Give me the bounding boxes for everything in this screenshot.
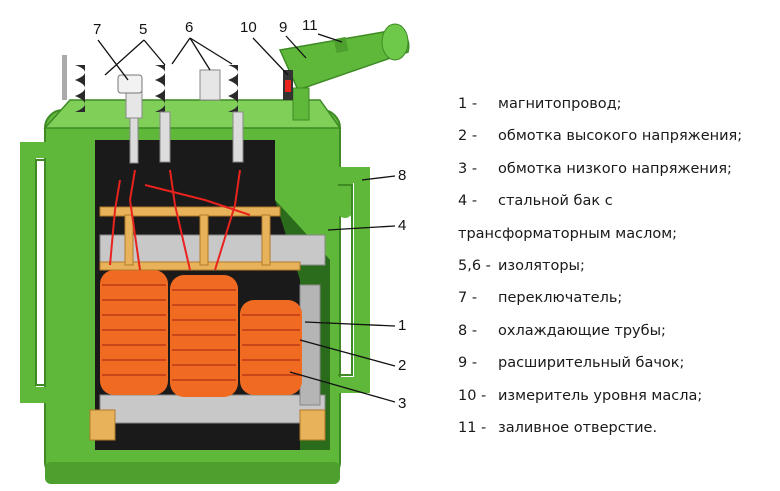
callout-10: 10 — [240, 19, 257, 36]
legend-number: 9 - — [458, 355, 478, 372]
legend-item-1: 1 - магнитопровод; — [458, 92, 773, 124]
legend-item-2: 2 - обмотка высокого напряжения; — [458, 124, 773, 156]
callout-6: 6 — [185, 19, 193, 36]
legend-number: 11 - — [458, 419, 487, 436]
high-voltage-bushing-2 — [228, 65, 244, 163]
legend-label: трансформаторным маслом; — [458, 225, 678, 242]
callout-1: 1 — [398, 317, 406, 334]
legend-item-10: 10 - измеритель уровня масла; — [458, 384, 773, 416]
cooling-pipes-right-inner — [338, 184, 353, 376]
legend-item-8: 8 - охлаждающие трубы; — [458, 319, 773, 351]
legend-number: 8 - — [458, 322, 478, 339]
bushing-left — [62, 55, 85, 112]
legend-label: охлаждающие трубы; — [498, 322, 666, 339]
legend-item-5-6: 5,6 - изоляторы; — [458, 254, 773, 286]
legend-number: 4 - — [458, 193, 478, 210]
callout-lines — [97, 33, 396, 403]
callout-5: 5 — [139, 21, 147, 38]
legend-number: 1 - — [458, 96, 478, 112]
wooden-supports — [89, 206, 326, 441]
winding-left — [100, 270, 168, 395]
legend-item-11: 11 - заливное отверстие. — [458, 416, 773, 448]
tap-changer — [117, 74, 143, 94]
callout-9: 9 — [279, 19, 287, 36]
legend-label: обмотка низкого напряжения; — [498, 160, 732, 177]
transformer-diagram: 7 5 6 10 9 11 8 4 1 2 3 — [20, 17, 410, 484]
callout-4: 4 — [398, 217, 406, 234]
legend-item-3: 3 - обмотка низкого напряжения; — [458, 157, 773, 189]
cooling-pipes-right — [322, 167, 370, 393]
legend-number: 7 - — [458, 290, 478, 307]
winding-middle — [170, 275, 238, 397]
legend-label: заливное отверстие. — [498, 419, 658, 436]
legend: 1 - магнитопровод; 2 - обмотка высокого на… — [458, 92, 773, 448]
legend-label: переключатель; — [498, 290, 623, 307]
legend-item-4-continued: трансформаторным маслом; — [458, 222, 773, 254]
cooling-pipes-left-inner — [35, 159, 44, 386]
callout-7: 7 — [93, 21, 101, 38]
high-voltage-bushing-1 — [155, 65, 171, 163]
legend-label: расширительный бачок; — [498, 355, 685, 372]
legend-item-4: 4 - стальной бак с — [458, 189, 773, 221]
callout-numbers: 7 5 6 10 9 11 8 4 1 2 3 — [93, 17, 406, 412]
legend-number: 2 - — [458, 128, 478, 145]
windings — [100, 270, 302, 397]
legend-label: обмотка высокого напряжения; — [498, 128, 743, 145]
legend-label: магнитопровод; — [498, 96, 622, 112]
legend-number: 3 - — [458, 160, 478, 177]
legend-label: изоляторы; — [498, 257, 585, 274]
legend-number: 10 - — [458, 387, 487, 404]
callout-8: 8 — [398, 167, 406, 184]
legend-label: стальной бак с — [498, 193, 613, 210]
low-voltage-bushing — [125, 85, 143, 164]
callout-11: 11 — [302, 17, 318, 34]
legend-item-7: 7 - переключатель; — [458, 286, 773, 318]
legend-number: 5,6 - — [458, 257, 491, 274]
magnetic-core — [99, 234, 326, 424]
oil-level-gauge — [283, 70, 293, 100]
winding-right — [240, 300, 302, 395]
conservator-tank — [278, 23, 410, 121]
winding-leads — [109, 169, 251, 271]
bushing-cap-right — [199, 69, 221, 101]
callout-2: 2 — [398, 357, 406, 374]
callout-3: 3 — [398, 395, 406, 412]
legend-label: измеритель уровня масла; — [498, 387, 703, 404]
cooling-pipes-left — [20, 142, 58, 403]
legend-item-9: 9 - расширительный бачок; — [458, 351, 773, 383]
